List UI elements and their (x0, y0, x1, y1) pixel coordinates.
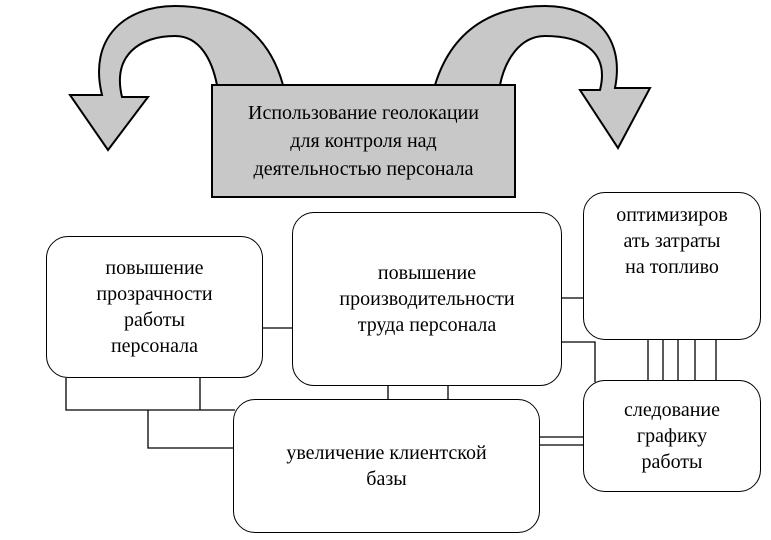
node-schedule-label: следование графику работы (624, 399, 720, 473)
connector-productivity-schedule (562, 341, 596, 382)
node-schedule: следование графику работы (583, 380, 761, 492)
node-clients: увеличение клиентской базы (233, 399, 540, 533)
node-productivity-label: повышение производительности труда персо… (339, 262, 515, 336)
left-curved-arrow (68, 4, 285, 152)
right-curved-arrow (433, 4, 652, 150)
connector-transparency-clients-lower (147, 410, 235, 449)
node-transparency: повышение прозрачности работы персонала (46, 236, 263, 378)
node-fuel: оптимизиров ать затраты на топливо (583, 192, 761, 340)
title-text: Использование геолокации для контроля на… (248, 102, 479, 180)
node-productivity: повышение производительности труда персо… (292, 212, 562, 386)
connector-transparency-clients-outer (65, 378, 235, 411)
node-transparency-label: повышение прозрачности работы персонала (96, 257, 213, 357)
node-fuel-label: оптимизиров ать затраты на топливо (616, 204, 728, 278)
node-clients-label: увеличение клиентской базы (286, 442, 487, 490)
title-box: Использование геолокации для контроля на… (211, 84, 516, 198)
